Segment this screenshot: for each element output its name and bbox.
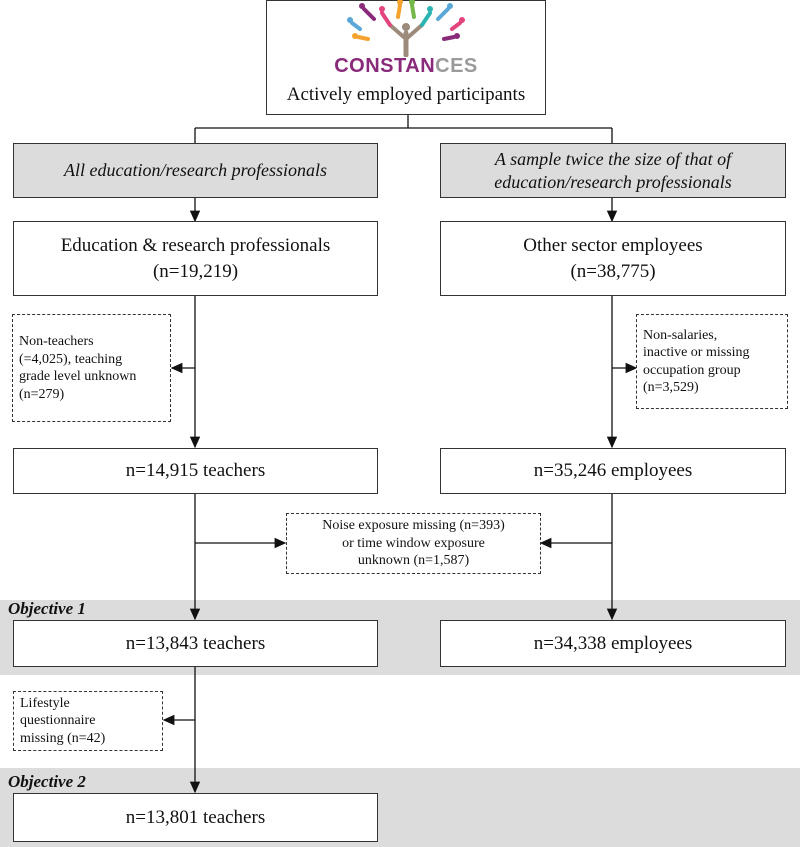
right-exclusion-line: (n=3,529) [643,380,699,395]
left-exclusion-line: grade level unknown [19,369,137,384]
right-sampling-header-line2: education/research professionals [494,171,732,192]
education-professionals-title: Education & research professionals [60,234,331,256]
source-population-box: CONSTANCES Actively employed participant… [266,0,546,115]
tree-people-icon [347,0,465,58]
constances-logo: CONSTANCES [334,0,478,80]
right-exclusion-line: Non-salaries, [643,327,718,343]
lifestyle-exclusion-box: Lifestyle questionnaire missing (n=42) [13,691,163,751]
lifestyle-exclusion-line: missing (n=42) [20,730,106,746]
right-sampling-header-line1: A sample twice the size of that of [494,149,732,169]
objective-2-label: Objective 2 [8,772,86,791]
right-exclusion-line: occupation group [643,362,741,378]
left-exclusion-line: Non-teachers [19,334,94,349]
right-exclusion-line: inactive or missing [643,345,750,360]
other-sector-box: Other sector employees (n=38,775) [440,221,786,296]
left-sampling-header-text: All education/research professionals [64,160,327,181]
objective1-teachers-count: n=13,843 teachers [125,632,266,654]
objective2-teachers-count: n=13,801 teachers [125,806,266,828]
shared-exclusion-box: Noise exposure missing (n=393) or time w… [286,513,541,574]
employees-count: n=35,246 employees [533,460,693,482]
lifestyle-exclusion-line: questionnaire [20,713,96,729]
left-exclusion-line: (n=279) [19,386,65,402]
education-professionals-box: Education & research professionals (n=19… [13,221,378,296]
shared-exclusion-line: or time window exposure [342,535,485,551]
objective1-employees-box: n=34,338 employees [440,620,786,667]
shared-exclusion-line: Noise exposure missing (n=393) [322,518,505,534]
left-exclusion-box: Non-teachers (=4,025), teaching grade le… [12,314,171,422]
left-sampling-header: All education/research professionals [13,143,378,198]
objective1-employees-count: n=34,338 employees [533,632,693,654]
objective2-teachers-box: n=13,801 teachers [13,793,378,842]
brand-wordmark: CONSTANCES [334,55,478,78]
other-sector-title: Other sector employees [523,234,703,256]
lifestyle-exclusion-line: Lifestyle [20,695,70,711]
teachers-box: n=14,915 teachers [13,448,378,494]
teachers-count: n=14,915 teachers [125,460,266,482]
objective-1-label: Objective 1 [8,599,86,618]
right-sampling-header: A sample twice the size of that of educa… [440,143,786,198]
objective1-teachers-box: n=13,843 teachers [13,620,378,667]
source-population-label: Actively employed participants [286,84,526,106]
employees-box: n=35,246 employees [440,448,786,494]
shared-exclusion-line: unknown (n=1,587) [357,553,470,569]
education-professionals-count: (n=19,219) [152,260,239,282]
other-sector-count: (n=38,775) [570,260,656,282]
right-exclusion-box: Non-salaries, inactive or missing occupa… [636,314,788,409]
left-exclusion-line: (=4,025), teaching [19,351,123,367]
